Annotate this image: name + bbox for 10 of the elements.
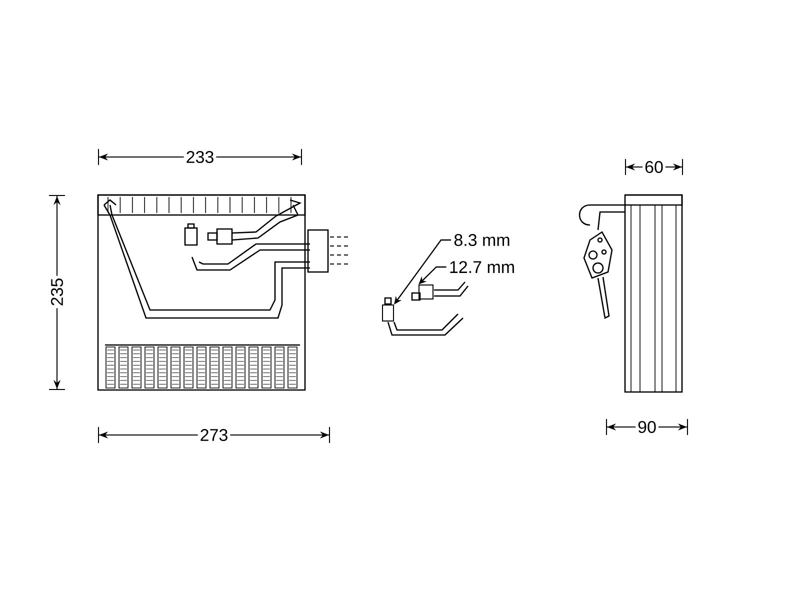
leader-line: [418, 266, 446, 284]
dimension-label: 90: [636, 419, 658, 436]
dimension-label: 12.7 mm: [450, 261, 514, 273]
dimension-label: 235: [48, 276, 66, 308]
pipe-fitting: [382, 304, 394, 322]
dimension-label: 8.3 mm: [454, 234, 510, 246]
dimension-label: 60: [642, 158, 666, 176]
dimension-label: 233: [184, 148, 216, 166]
dimension-label: 273: [198, 427, 230, 444]
pipe-fitting: [418, 284, 434, 300]
